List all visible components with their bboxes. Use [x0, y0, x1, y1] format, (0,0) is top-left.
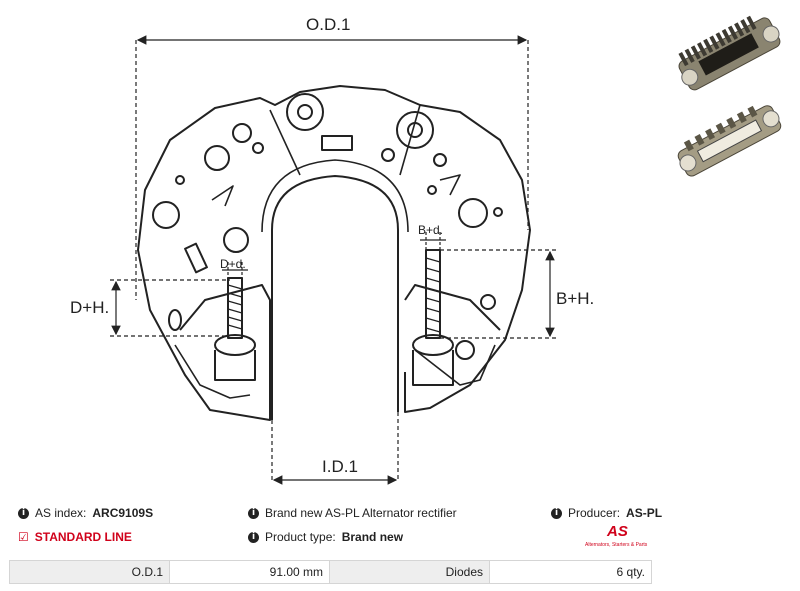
description-row: i Brand new AS-PL Alternator rectifier [248, 506, 457, 520]
as-index-label: AS index: [35, 506, 87, 520]
logo-mark: AS [607, 523, 628, 540]
producer-value: AS-PL [626, 506, 663, 520]
product-photo-top[interactable] [668, 8, 790, 98]
product-photo-bottom[interactable] [668, 95, 790, 185]
as-index-value: ARC9109S [92, 506, 154, 520]
spec-label-od: O.D.1 [10, 561, 170, 583]
standard-line-row: ☑ STANDARD LINE [18, 530, 132, 544]
od-dimension-label: O.D.1 [306, 15, 350, 34]
as-pl-logo: AS Alternators, Starters & Parts [585, 523, 655, 551]
rectifier-technical-drawing: O.D.1 I.D.1 D+H. B+H. D+d. B+d. [70, 15, 594, 485]
info-icon: i [18, 507, 29, 519]
logo-tagline: Alternators, Starters & Parts [585, 542, 648, 548]
info-icon: i [248, 507, 259, 519]
product-type-row: i Product type: Brand new [248, 530, 403, 544]
product-description: Brand new AS-PL Alternator rectifier [265, 506, 457, 520]
dd-dimension-label: D+d. [220, 257, 246, 271]
dh-dimension-label: D+H. [70, 298, 109, 317]
standard-line-label: STANDARD LINE [34, 530, 132, 544]
spec-table: O.D.1 91.00 mm Diodes 6 qty. [9, 560, 652, 584]
id-dimension-label: I.D.1 [322, 457, 358, 476]
product-type-value: Brand new [341, 530, 404, 544]
spec-value-diodes: 6 qty. [616, 565, 645, 579]
spec-value-od: 91.00 mm [170, 561, 330, 583]
spec-label-diodes: Diodes [330, 561, 490, 583]
info-icon: i [248, 531, 259, 543]
bd-dimension-label: B+d. [418, 223, 443, 237]
as-index-row: i AS index: ARC9109S [18, 506, 153, 520]
producer-row: i Producer: AS-PL [551, 506, 662, 520]
producer-label: Producer: [568, 506, 621, 520]
info-icon: i [551, 507, 562, 519]
bh-dimension-label: B+H. [556, 289, 594, 308]
checkbox-checked-icon: ☑ [18, 530, 29, 544]
inner-slot [271, 175, 399, 420]
product-type-label: Product type: [265, 530, 336, 544]
rectifier-outline [137, 85, 531, 421]
